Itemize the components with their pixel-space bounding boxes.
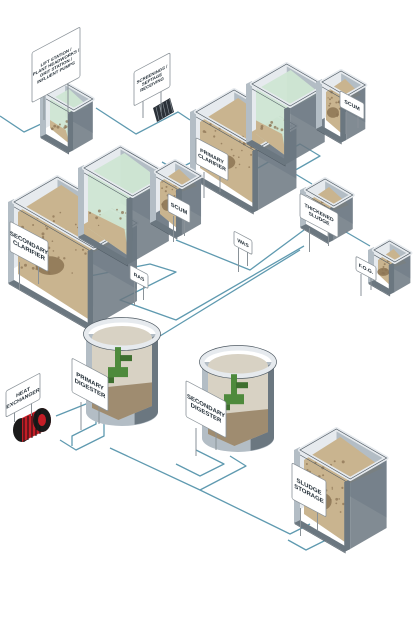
- lift-station-tank: [40, 81, 95, 155]
- pipe-primary-to-secondary-digester: [109, 447, 247, 491]
- was-label-line: WAS: [237, 238, 249, 250]
- treatment-units: [8, 62, 413, 554]
- label-signs: LIFT STATION /PLANT HEADWORKS /GRIT STAT…: [5, 27, 377, 536]
- lift-station-sign: LIFT STATION /PLANT HEADWORKS /GRIT STAT…: [31, 27, 81, 120]
- screening-grate-icon: [153, 98, 174, 122]
- pipe-to-primary-clarifier: [95, 107, 191, 135]
- scum-mid-sign: SCUM: [167, 193, 191, 242]
- pipe-heat-loop-2: [59, 422, 105, 451]
- fog-tank: [368, 239, 413, 297]
- ras-label-line: RAS: [134, 272, 145, 283]
- pipe-sludge-to-digester: [159, 249, 301, 337]
- ras-sign: RAS: [129, 265, 149, 306]
- fos-sign: F.O.G.: [355, 256, 377, 296]
- pipe-heat-loop-1: [55, 399, 97, 446]
- mixer-equipment-icon: [106, 347, 132, 384]
- scum-top-sign: SCUM: [339, 90, 365, 134]
- heat-exchanger-icon: [13, 408, 51, 442]
- was-sign: WAS: [233, 231, 253, 272]
- primary-clarifier-mid-cell: [246, 62, 327, 167]
- pipe-thickener-to-fog: [345, 231, 371, 247]
- pipe-was: [175, 229, 305, 271]
- sludge-storage-tank: [294, 427, 389, 554]
- pipe-secondary-digester-loop: [175, 449, 225, 477]
